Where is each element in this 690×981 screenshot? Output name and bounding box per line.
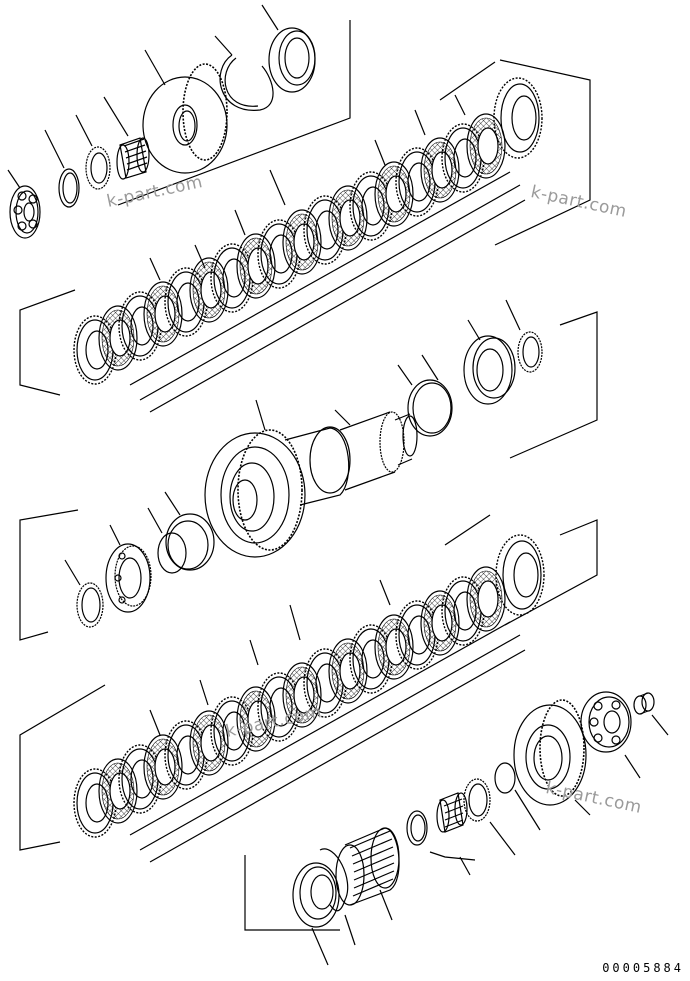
lower-clutch-pack [19, 514, 598, 863]
large-gear-disc [142, 49, 228, 174]
leader-line [379, 579, 391, 606]
group-frame-line [117, 20, 351, 206]
piston-middle [463, 319, 516, 405]
needle-bearing-bottom [429, 792, 476, 876]
thrust-washer-left [64, 559, 104, 628]
pack-frame-right [494, 59, 591, 246]
snap-ring-middle [505, 299, 543, 373]
group-frame-right [509, 311, 598, 459]
small-spacer [633, 692, 669, 736]
bracket-line [149, 199, 526, 413]
leader-line [249, 639, 259, 666]
o-ring-middle [397, 354, 453, 437]
gear-hub [513, 699, 591, 816]
group-frame-left [19, 509, 79, 641]
pack-frame-right [504, 519, 598, 626]
o-ring-left [164, 491, 215, 571]
bracket-line [139, 634, 521, 851]
thrust-washer-large [292, 862, 340, 966]
leader-line [234, 209, 246, 236]
leader-line [199, 679, 209, 706]
snap-ring-cage [319, 848, 356, 946]
ball-bearing-bottom [580, 691, 641, 779]
bracket-line [149, 649, 526, 863]
leader-line [454, 94, 466, 116]
bearing-left [105, 524, 152, 613]
end-plate-lower [495, 534, 545, 616]
bracket-line [139, 184, 521, 401]
leader-line [149, 257, 161, 281]
bottom-parts-group [244, 691, 669, 966]
leader-line [289, 604, 301, 641]
upper-clutch-pack [19, 59, 591, 413]
piston-seal-top [261, 4, 316, 93]
snap-ring-bottom [494, 762, 541, 831]
pack-frame-left [19, 289, 76, 396]
top-parts-group [7, 4, 351, 239]
ball-bearing-top [7, 169, 41, 239]
clutch-drum-shaft [204, 399, 418, 558]
leader-line [269, 169, 286, 206]
leader-line [374, 139, 386, 166]
thrust-washer-small [75, 114, 111, 190]
end-plate-upper [493, 77, 543, 159]
bracket-line [129, 171, 511, 386]
thrust-washer-bottom [463, 778, 516, 856]
leader-line [439, 61, 496, 101]
bracket-line [129, 621, 511, 836]
leader-line [414, 109, 426, 136]
leader-line [444, 514, 491, 546]
needle-bearing-top [103, 96, 150, 180]
spacer-bottom [406, 810, 428, 846]
group-frame-line [244, 855, 340, 931]
snap-ring-small [44, 129, 80, 208]
document-number: 00005884 [602, 961, 684, 975]
snap-ring-large [214, 35, 274, 111]
pack-frame-left [19, 684, 106, 851]
middle-shaft-group [19, 299, 598, 641]
leader-line [149, 709, 161, 736]
needle-cage [335, 827, 400, 921]
ring-left [147, 507, 187, 574]
